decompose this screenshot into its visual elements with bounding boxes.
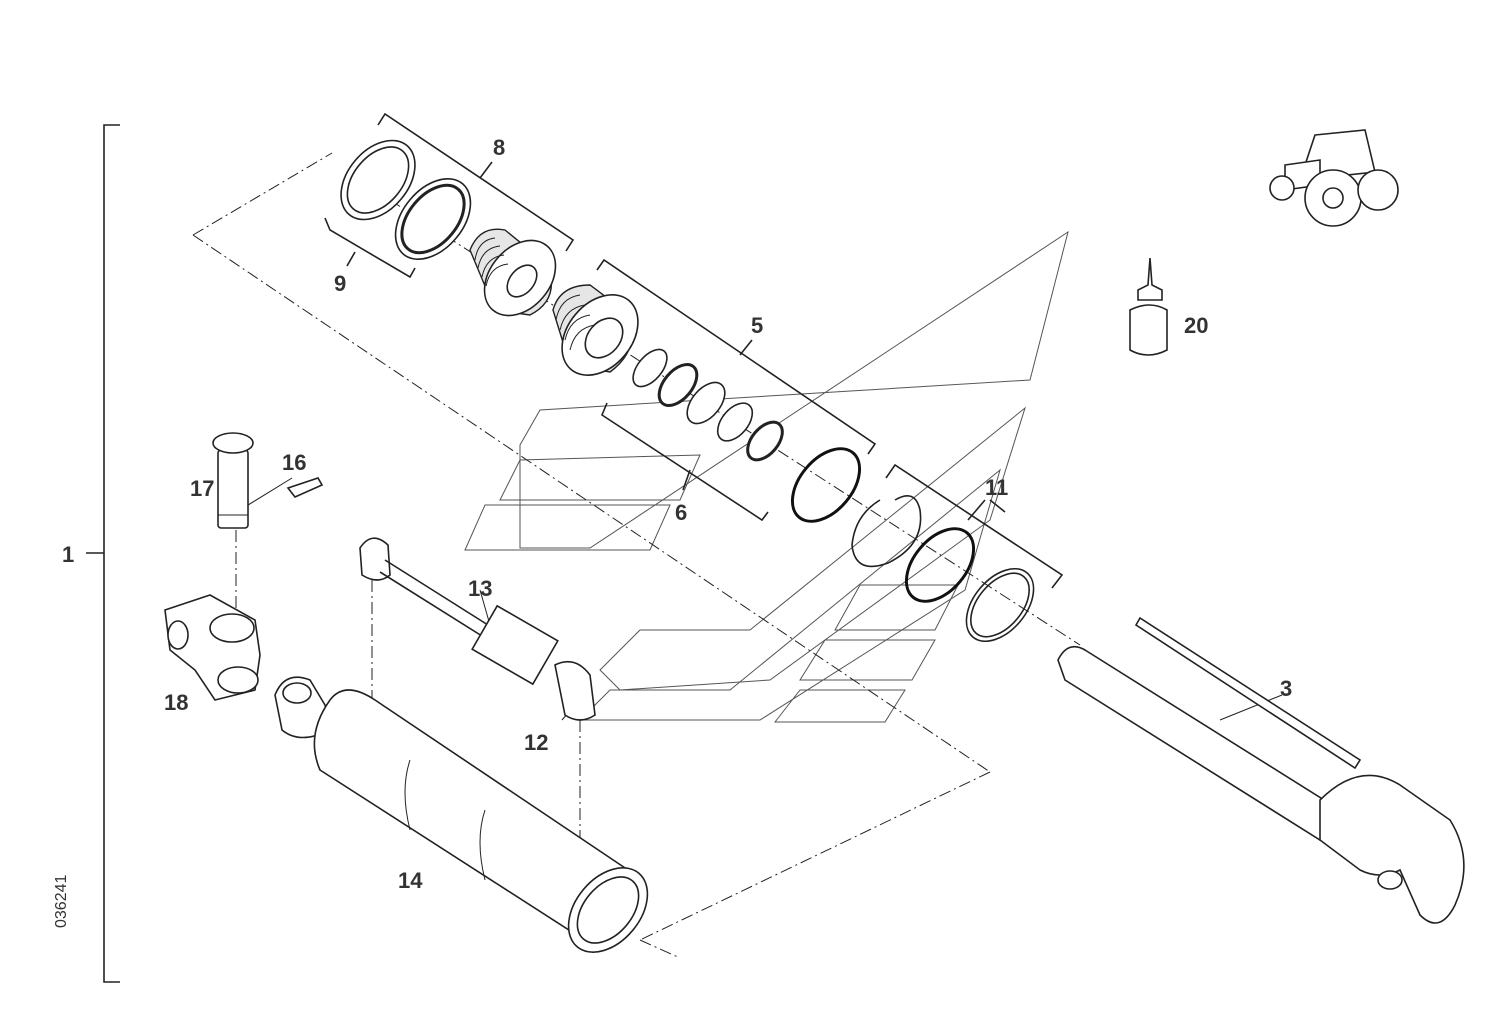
yoke-18: [164, 594, 261, 701]
pin-17: [212, 432, 254, 529]
label-6: 6: [675, 500, 687, 525]
label-11: 11: [985, 475, 1008, 500]
seal-ring-9: [340, 139, 416, 221]
clip-16: [286, 477, 324, 498]
piston-head: [552, 284, 639, 376]
label-16: 16: [282, 450, 306, 475]
label-14: 14: [398, 868, 423, 893]
label-17: 17: [190, 476, 214, 501]
tractor-icon: [1269, 129, 1399, 227]
seal-rings-5: [632, 348, 784, 462]
bracket-8: [324, 112, 575, 279]
label-18: 18: [164, 690, 188, 715]
bracket-11: [885, 463, 1064, 589]
lift-rod-3: [1057, 616, 1465, 924]
label-8: 8: [493, 135, 505, 160]
seal-ring-8: [394, 178, 472, 260]
bottle-20: [1129, 257, 1168, 356]
cylinder-barrel-14: [274, 676, 649, 953]
label-3: 3: [1280, 676, 1292, 701]
bracket-5: [596, 258, 877, 522]
hose-13: [359, 537, 596, 721]
label-5: 5: [751, 313, 763, 338]
seal-rings-11: [790, 447, 1035, 643]
callout-labels: 1 3 5 6 8 9 11 12 13 14 16 17 18 20 0362…: [53, 135, 1292, 928]
label-1: 1: [62, 542, 74, 567]
piston: [469, 228, 557, 317]
assembly-bracket: [86, 124, 120, 983]
label-20: 20: [1184, 313, 1208, 338]
label-13: 13: [468, 576, 492, 601]
label-9: 9: [334, 271, 346, 296]
label-12: 12: [524, 730, 548, 755]
reference-number: 036241: [53, 875, 70, 928]
axis-lines: [192, 152, 1081, 959]
